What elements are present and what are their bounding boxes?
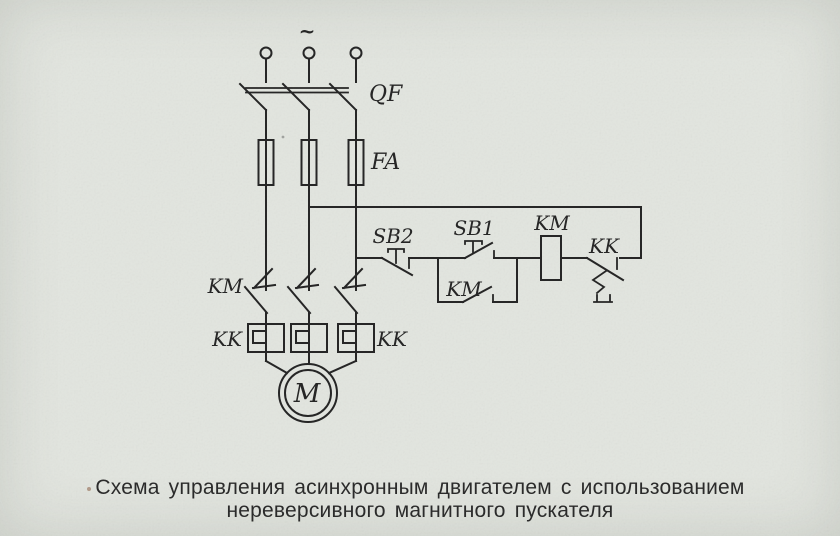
caption-line-2: нереверсивного магнитного пускателя (226, 499, 614, 522)
motor-symbol (264, 359, 358, 423)
control-feed-wires (308, 206, 642, 259)
fuse-symbols (257, 139, 365, 186)
breaker-label: QF (369, 82, 403, 107)
supply-terminal-icons (259, 46, 363, 83)
thermal-element-label-left: KK (211, 327, 243, 351)
contactor-coil-symbol (540, 235, 588, 281)
scan-speck (87, 487, 91, 491)
motor-label: M (293, 379, 322, 409)
contactor-main-label: KM (207, 274, 244, 298)
figure-caption: Схема управления асинхронным двигателем … (0, 476, 840, 522)
caption-line-1: Схема управления асинхронным двигателем … (95, 476, 745, 499)
circuit-breaker-qf-symbol (238, 82, 358, 112)
thermal-contact-label: KK (588, 234, 620, 258)
ac-supply-tilde-icon: ~ (299, 19, 316, 43)
thermal-contact-symbol (585, 256, 625, 303)
contactor-coil-label: KM (533, 211, 570, 235)
thermal-element-symbols (247, 323, 375, 353)
scan-speck (281, 135, 285, 139)
thermal-element-label-right: KK (376, 327, 408, 351)
aux-contact-label: KM (445, 277, 482, 301)
start-button-label: SB1 (453, 216, 494, 240)
fuse-label: FA (370, 150, 400, 175)
stop-button-label: SB2 (372, 224, 413, 248)
aux-contact-symbol (437, 257, 518, 304)
